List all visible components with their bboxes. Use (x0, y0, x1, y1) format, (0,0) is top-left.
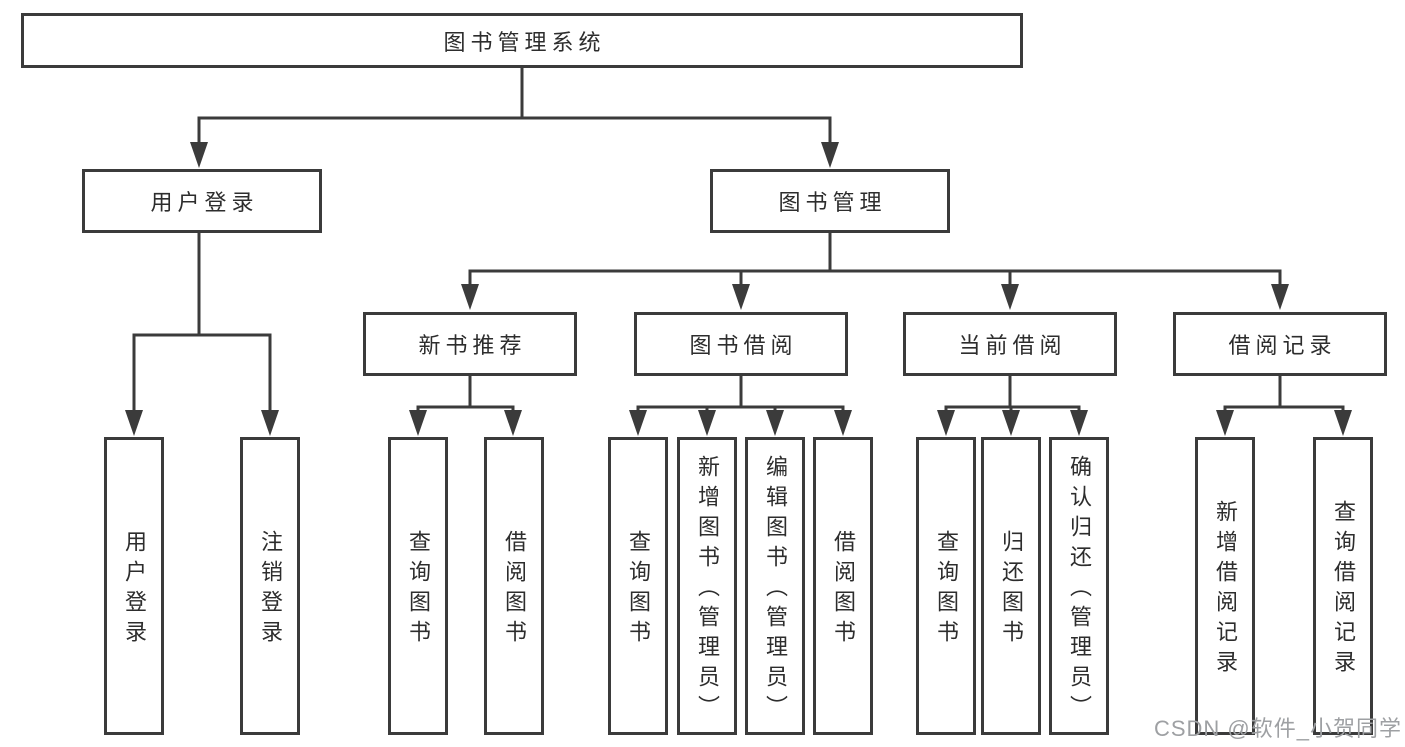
node-root: 图书管理系统 (21, 13, 1023, 68)
leaf-user-login: 用户登录 (104, 437, 164, 735)
leaf-query-books-current-label: 查询图书 (934, 530, 959, 650)
leaf-query-books-borrow: 查询图书 (608, 437, 668, 735)
leaf-logout-label: 注销登录 (258, 530, 283, 650)
leaf-edit-books-admin-label: 编辑图书（管理员） (763, 455, 788, 725)
leaf-borrow-books-recommend: 借阅图书 (484, 437, 544, 735)
leaf-return-books: 归还图书 (981, 437, 1041, 735)
leaf-return-books-label: 归还图书 (999, 530, 1024, 650)
leaf-add-books-admin: 新增图书（管理员） (677, 437, 737, 735)
csdn-watermark: CSDN @软件_小贺同学 (1153, 716, 1402, 741)
node-new-book-recommendation-label: 新书推荐 (418, 333, 527, 358)
leaf-query-books-recommend-label: 查询图书 (406, 530, 431, 650)
leaf-query-books-recommend: 查询图书 (388, 437, 448, 735)
node-borrowing-records: 借阅记录 (1173, 312, 1387, 376)
leaf-borrow-books-recommend-label: 借阅图书 (502, 530, 527, 650)
node-root-label: 图书管理系统 (443, 29, 606, 55)
leaf-user-login-label: 用户登录 (122, 530, 147, 650)
node-current-borrowing-label: 当前借阅 (958, 333, 1067, 358)
node-book-management: 图书管理 (710, 169, 950, 233)
leaf-query-borrow-record: 查询借阅记录 (1313, 437, 1373, 735)
leaf-confirm-return-admin-label: 确认归还（管理员） (1067, 455, 1092, 725)
node-book-management-label: 图书管理 (778, 190, 887, 215)
leaf-borrow-books-label: 借阅图书 (831, 530, 856, 650)
node-user-login-label: 用户登录 (150, 190, 259, 215)
leaf-query-borrow-record-label: 查询借阅记录 (1331, 500, 1356, 680)
leaf-query-books-current: 查询图书 (916, 437, 976, 735)
leaf-logout: 注销登录 (240, 437, 300, 735)
node-current-borrowing: 当前借阅 (903, 312, 1117, 376)
node-borrowing-records-label: 借阅记录 (1228, 333, 1337, 358)
leaf-add-books-admin-label: 新增图书（管理员） (695, 455, 720, 725)
node-book-borrowing: 图书借阅 (634, 312, 848, 376)
node-user-login: 用户登录 (82, 169, 322, 233)
leaf-confirm-return-admin: 确认归还（管理员） (1049, 437, 1109, 735)
leaf-add-borrow-record: 新增借阅记录 (1195, 437, 1255, 735)
leaf-edit-books-admin: 编辑图书（管理员） (745, 437, 805, 735)
leaf-query-books-borrow-label: 查询图书 (626, 530, 651, 650)
node-new-book-recommendation: 新书推荐 (363, 312, 577, 376)
leaf-add-borrow-record-label: 新增借阅记录 (1213, 500, 1238, 680)
node-book-borrowing-label: 图书借阅 (689, 333, 798, 358)
leaf-borrow-books: 借阅图书 (813, 437, 873, 735)
